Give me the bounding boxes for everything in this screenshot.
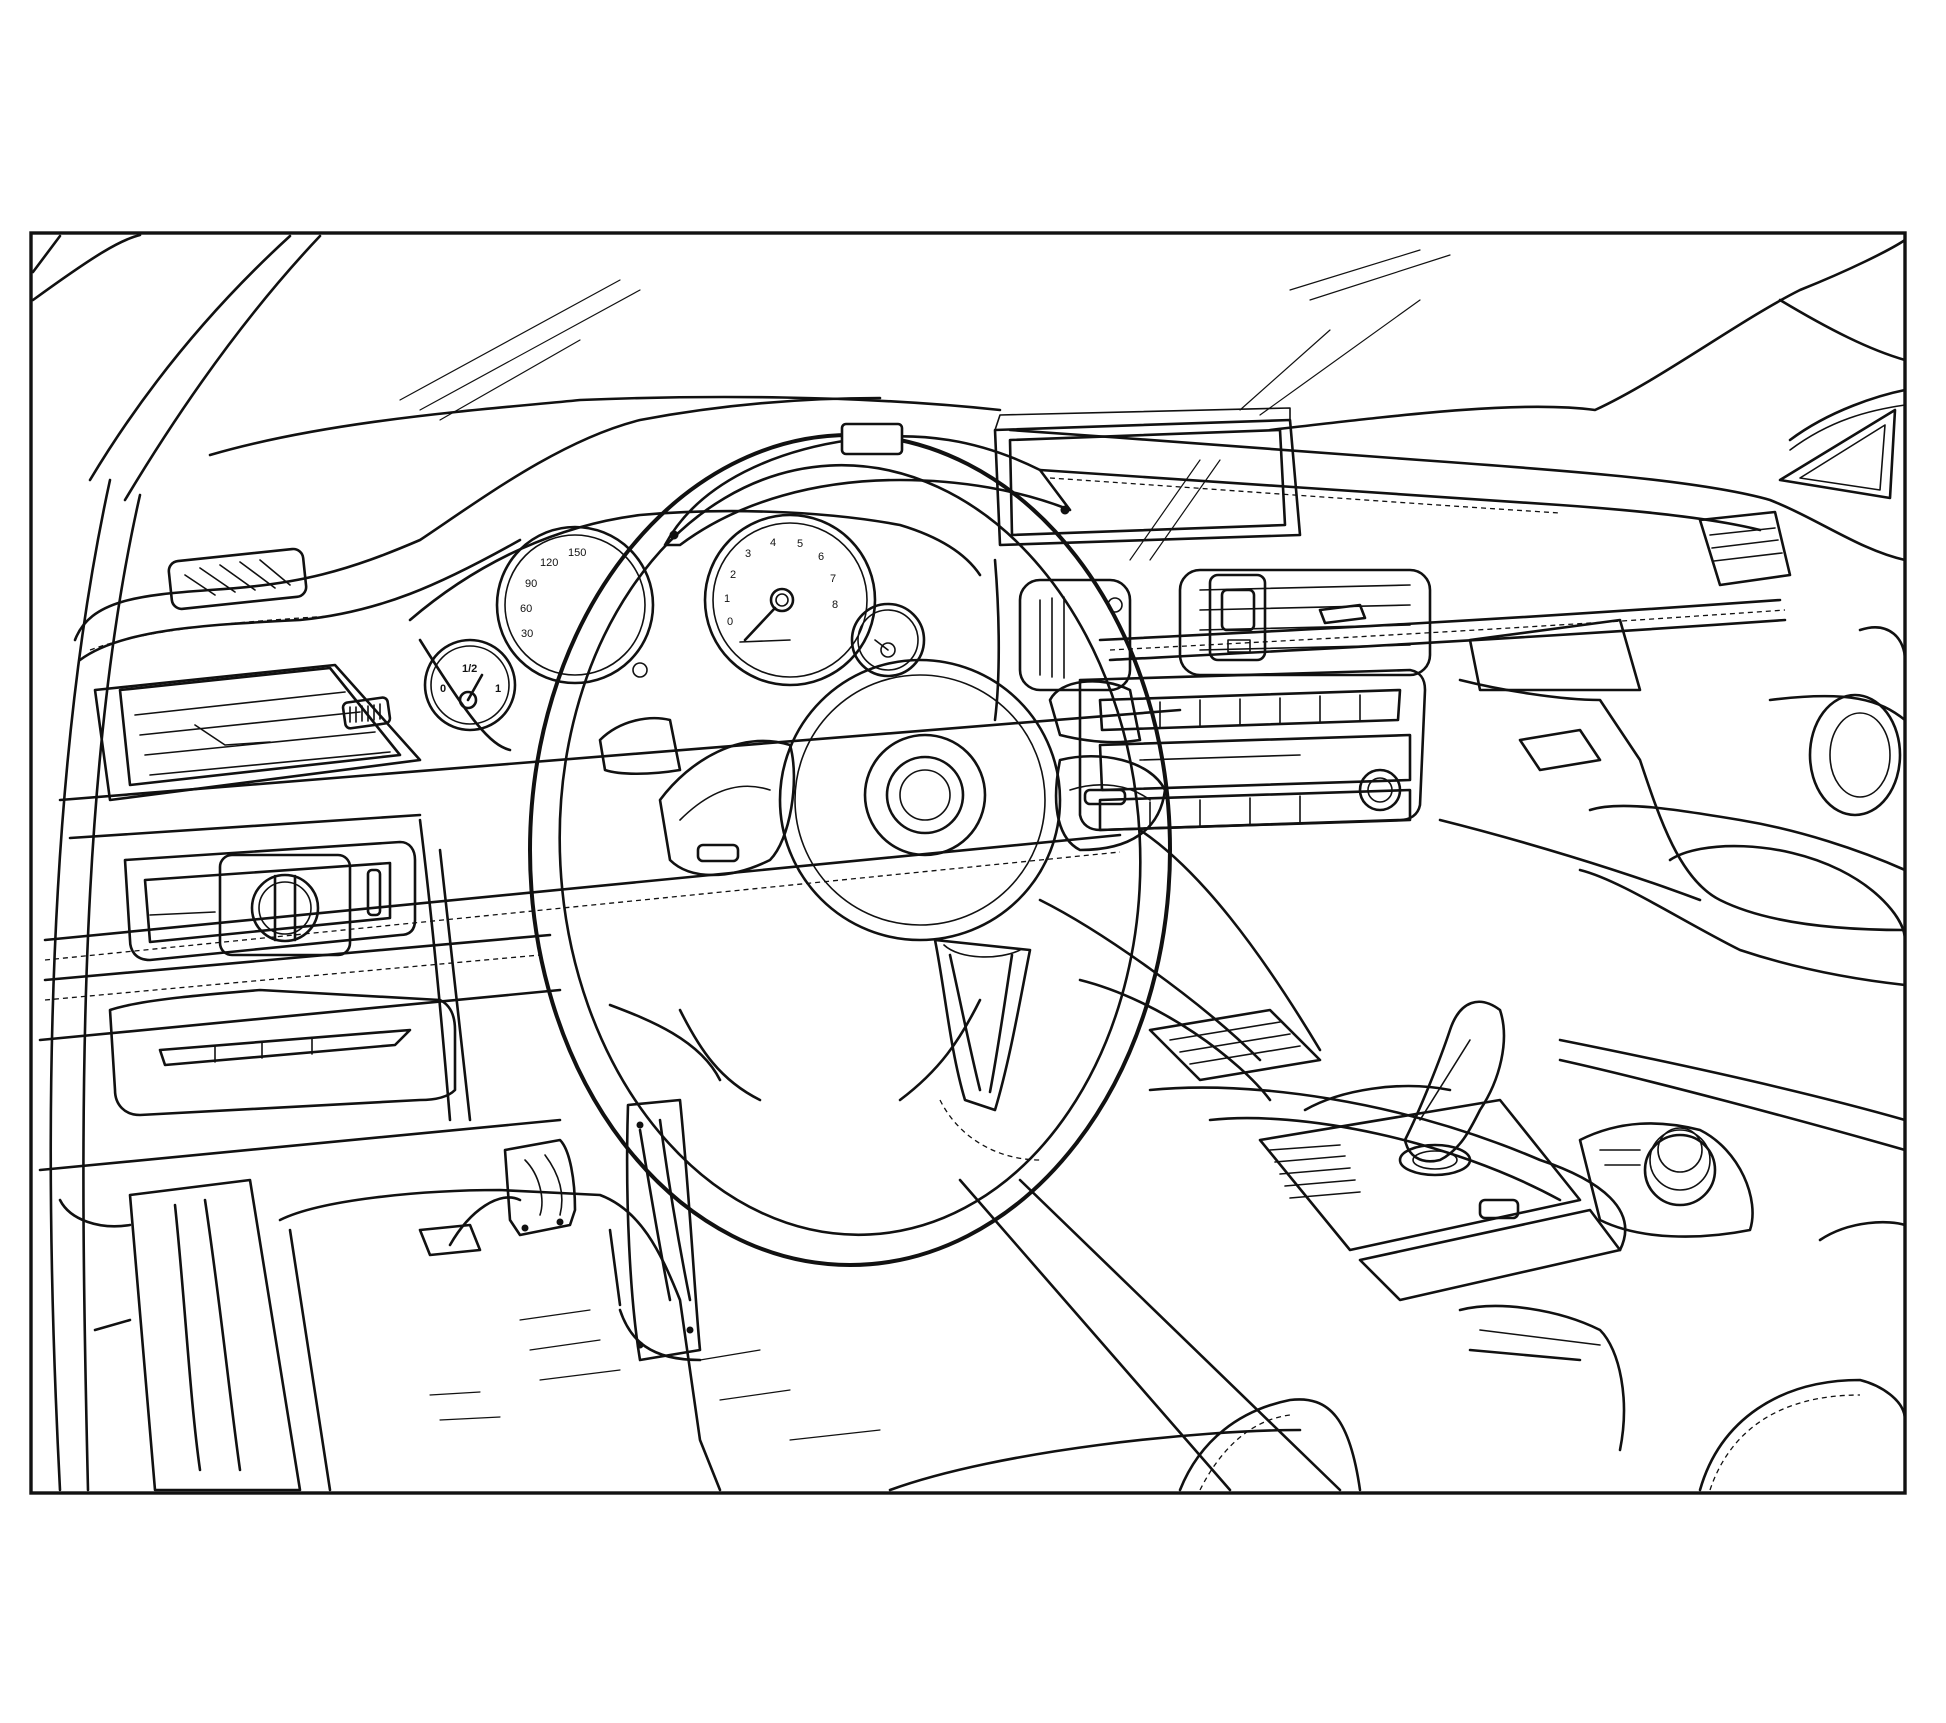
gear-shifter-icon [1303,1000,1506,1177]
fuel-gauge: 0 1/2 1 [423,638,517,732]
temperature-gauge [850,602,926,678]
air-vent-icon [93,663,422,802]
speed-label-30: 30 [521,628,533,640]
dashboard [38,396,1907,1172]
instrument-cluster: 0 1/2 1 30 60 90 120 150 0 1 2 3 4 5 6 [408,509,1001,752]
windshield [31,233,1907,1492]
pedal-icon [418,1138,577,1257]
tach-label-3: 3 [745,548,751,560]
tach-label-4: 4 [770,537,776,549]
picture-frame [29,231,1907,1495]
control-panel-left [108,988,457,1117]
door-panel [1438,618,1907,1242]
tach-label-5: 5 [797,538,803,550]
tach-label-0: 0 [727,616,733,628]
tach-label-7: 7 [830,573,836,585]
tach-label-8: 8 [832,599,838,611]
steering-wheel-icon [528,422,1172,1267]
speed-label-120: 120 [540,557,558,569]
center-vents [1018,568,1432,692]
fuel-label-empty: 0 [440,683,446,695]
infotainment-screen [993,407,1302,547]
speed-label-150: 150 [568,547,586,559]
knob-icon [123,840,417,962]
fuel-label-half: 1/2 [462,663,477,675]
center-stack [1078,668,1427,832]
center-console [888,828,1907,1492]
tach-label-1: 1 [724,593,730,605]
footwell [58,1098,881,1492]
tach-label-2: 2 [730,569,736,581]
speed-label-60: 60 [520,603,532,615]
tachometer: 0 1 2 3 4 5 6 7 8 [703,513,877,687]
speed-label-90: 90 [525,578,537,590]
speedometer: 30 60 90 120 150 [495,525,655,685]
tach-label-6: 6 [818,551,824,563]
fuel-label-full: 1 [495,683,501,695]
